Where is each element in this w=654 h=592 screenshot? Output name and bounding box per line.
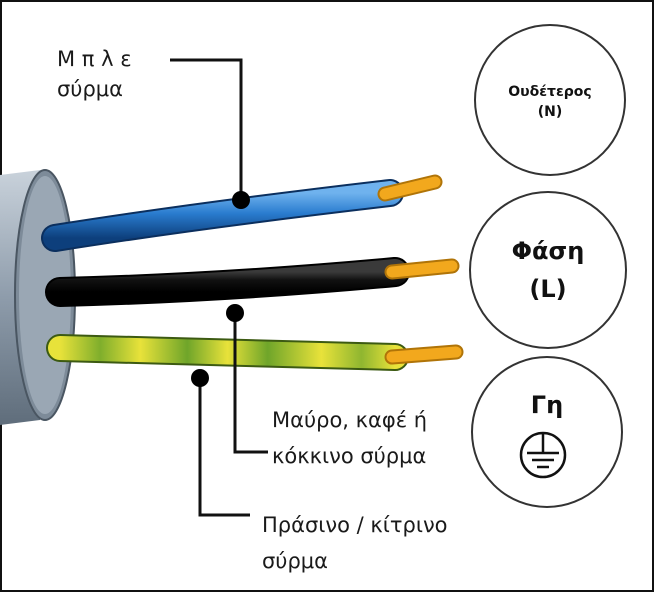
blue-wire <box>41 174 443 252</box>
black-wire-label: Μαύρο, καφέ ή κόκκινο σύρμα <box>272 405 427 471</box>
earth-circle <box>471 356 623 508</box>
blue-wire-leader <box>170 58 243 200</box>
black-wire-marker-dot <box>226 304 244 322</box>
ground-wire-marker-dot <box>191 369 209 387</box>
phase-circle <box>469 191 627 349</box>
blue-wire-marker-dot <box>232 191 250 209</box>
ground-wire-label-line1: Πράσινο / κίτρινο <box>262 513 448 537</box>
ground-wire-leader <box>198 378 250 517</box>
blue-wire-label-line1: Μ π λ ε <box>57 47 132 71</box>
phase-label: Φάση (L) <box>480 232 616 308</box>
black-wire-label-line2: κόκκινο σύρμα <box>272 444 427 468</box>
ground-wire-copper-tip <box>386 346 462 363</box>
blue-wire-copper-tip <box>379 176 441 200</box>
phase-code: (L) <box>529 275 567 303</box>
earth-label: Γη <box>480 390 614 420</box>
ground-wire-label: Πράσινο / κίτρινο σύρμα <box>262 510 448 576</box>
blue-wire-label-line2: σύρμα <box>57 77 123 101</box>
phase-title: Φάση <box>511 237 585 265</box>
neutral-code: (N) <box>537 104 563 120</box>
black-wire <box>45 257 460 307</box>
blue-wire-label: Μ π λ ε σύρμα <box>57 44 132 104</box>
neutral-circle <box>474 24 626 176</box>
black-wire-copper-tip <box>386 260 458 278</box>
ground-wire-label-line2: σύρμα <box>262 549 328 573</box>
leader-lines <box>170 58 268 517</box>
ground-wire <box>46 334 464 371</box>
neutral-title: Ουδέτερος <box>508 84 592 100</box>
earth-title: Γη <box>530 391 564 419</box>
black-wire-label-line1: Μαύρο, καφέ ή <box>272 408 428 432</box>
neutral-label: Ουδέτερος (N) <box>485 82 615 122</box>
black-wire-leader <box>233 313 268 454</box>
ground-symbol-icon <box>519 431 567 479</box>
